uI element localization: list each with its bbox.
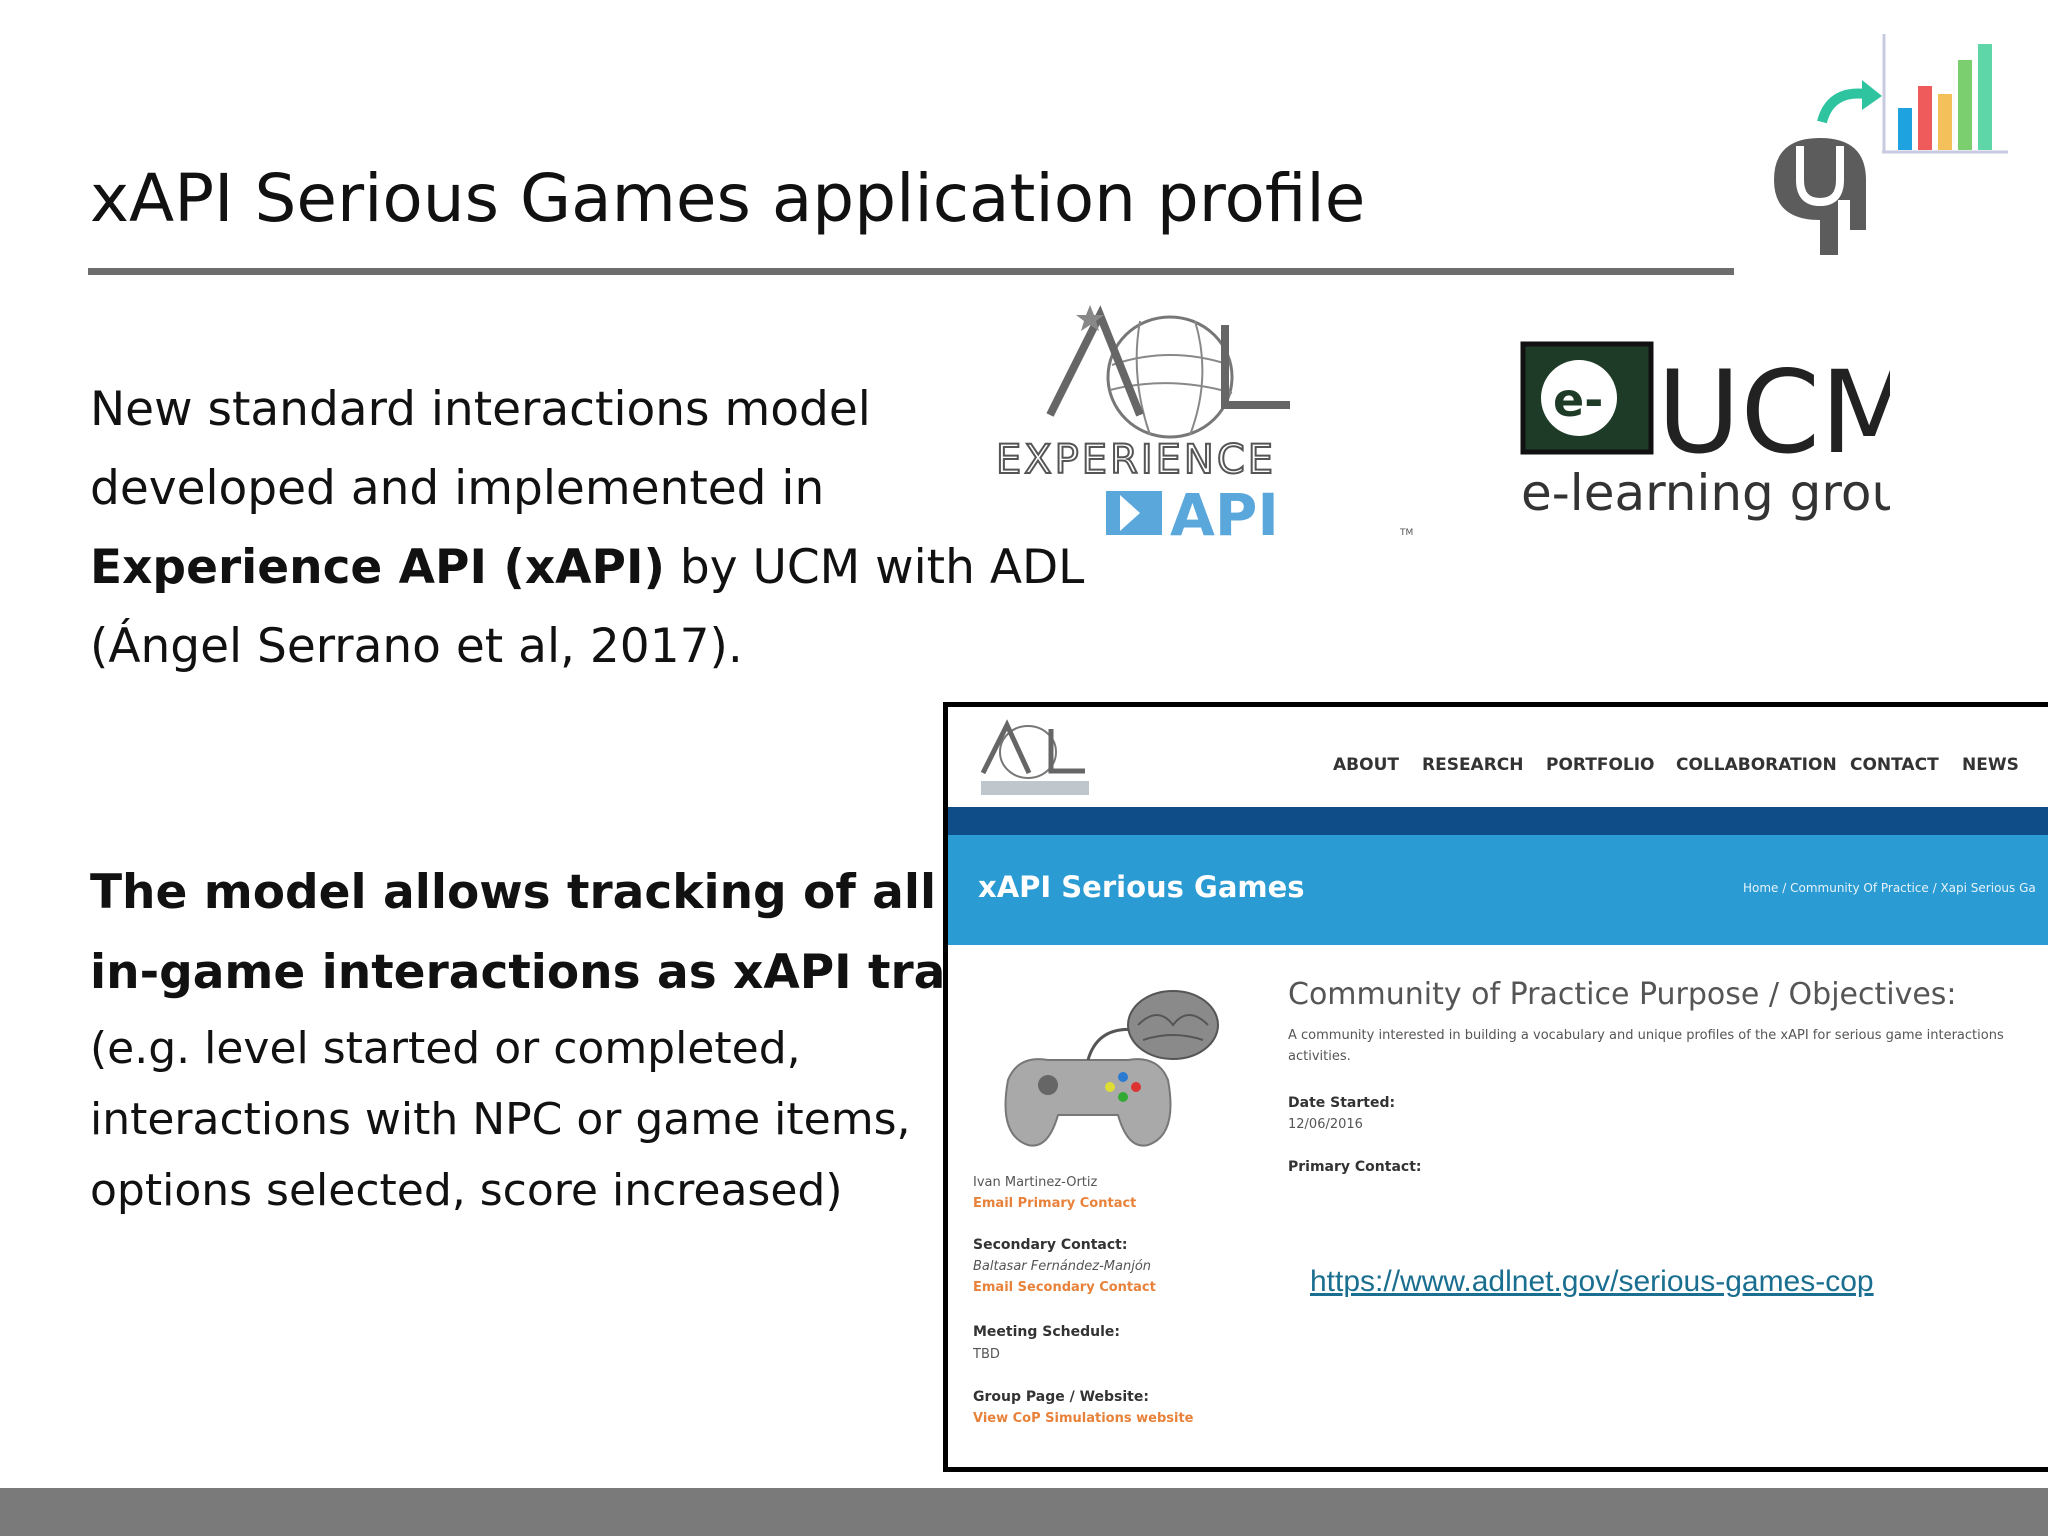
adlnet-website-screenshot: ABOUT RESEARCH PORTFOLIO COLLABORATION C… <box>943 702 2048 1472</box>
model-line-5: options selected, score increased) <box>90 1165 843 1216</box>
serious-games-cop-url[interactable]: https://www.adlnet.gov/serious-games-cop <box>1310 1265 1874 1298</box>
nav-about[interactable]: ABOUT <box>1333 755 1399 775</box>
group-page-link[interactable]: View CoP Simulations website <box>973 1411 1194 1426</box>
nav-research[interactable]: RESEARCH <box>1422 755 1524 775</box>
xapi-bold-term: Experience API (xAPI) <box>90 540 665 595</box>
nav-collaboration[interactable]: COLLABORATION <box>1676 755 1837 775</box>
adl-experience-api-logo: EXPERIENCE API TM <box>990 305 1420 545</box>
banner-title: xAPI Serious Games <box>978 870 1305 904</box>
model-line-1: The model allows tracking of all <box>90 865 937 920</box>
secondary-contact-label: Secondary Contact: <box>973 1237 1128 1253</box>
nav-portfolio[interactable]: PORTFOLIO <box>1546 755 1655 775</box>
page-banner: xAPI Serious Games Home / Community Of P… <box>948 835 2048 945</box>
cop-description: A community interested in building a voc… <box>1288 1028 2004 1064</box>
ucm-elearning-logo: e- UCM e-learning group <box>1520 341 1890 522</box>
secondary-contact-name: Baltasar Fernández-Manjón <box>973 1259 1152 1274</box>
footer-bar <box>0 1488 2048 1536</box>
chart-analytics-logo <box>1774 34 2008 255</box>
intro-line-3: Experience API (xAPI) by UCM with ADL <box>90 528 1084 607</box>
cop-heading: Community of Practice Purpose / Objectiv… <box>1288 977 1957 1012</box>
model-line-4: interactions with NPC or game items, <box>90 1094 911 1145</box>
title-underline <box>88 268 1734 275</box>
site-adl-logo[interactable] <box>973 717 1098 799</box>
ucm-text: UCM <box>1657 346 1890 479</box>
email-primary-contact-link[interactable]: Email Primary Contact <box>973 1196 1137 1211</box>
group-page-label: Group Page / Website: <box>973 1389 1149 1405</box>
intro-line-1: New standard interactions model <box>90 382 871 437</box>
date-started-label: Date Started: <box>1288 1095 1396 1111</box>
ucm-badge-text: e- <box>1553 373 1603 427</box>
date-started-value: 12/06/2016 <box>1288 1117 1363 1132</box>
meeting-schedule-value: TBD <box>973 1347 1000 1362</box>
nav-news[interactable]: NEWS <box>1962 755 2019 775</box>
model-line-3: (e.g. level started or completed, <box>90 1023 801 1074</box>
intro-line-3-rest: by UCM with ADL <box>664 540 1085 595</box>
site-nav-bar: ABOUT RESEARCH PORTFOLIO COLLABORATION C… <box>948 707 2048 807</box>
model-paragraph: The model allows tracking of all in-game… <box>90 853 1033 1226</box>
ucm-subtitle: e-learning group <box>1521 464 1890 522</box>
intro-paragraph: New standard interactions model develope… <box>90 370 1084 686</box>
intro-line-4: (Ángel Serrano et al, 2017). <box>90 619 743 674</box>
email-secondary-contact-link[interactable]: Email Secondary Contact <box>973 1280 1156 1295</box>
slide-title: xAPI Serious Games application profile <box>90 160 1366 237</box>
intro-line-2: developed and implemented in <box>90 461 825 516</box>
nav-divider-stripe <box>948 807 2048 835</box>
primary-contact-label: Primary Contact: <box>1288 1159 1422 1175</box>
controller-brain-image <box>1004 990 1219 1147</box>
model-line-2: in-game interactions as xAPI traces <box>90 945 1034 1000</box>
adl-experience-text: EXPERIENCE <box>996 437 1276 483</box>
nav-contact[interactable]: CONTACT <box>1850 755 1939 775</box>
primary-contact-name: Ivan Martinez-Ortiz <box>973 1175 1098 1190</box>
adl-tm-mark: TM <box>1399 528 1413 538</box>
breadcrumb[interactable]: Home / Community Of Practice / Xapi Seri… <box>1743 881 2036 895</box>
meeting-schedule-label: Meeting Schedule: <box>973 1324 1120 1340</box>
adl-api-text: API <box>1170 481 1279 545</box>
